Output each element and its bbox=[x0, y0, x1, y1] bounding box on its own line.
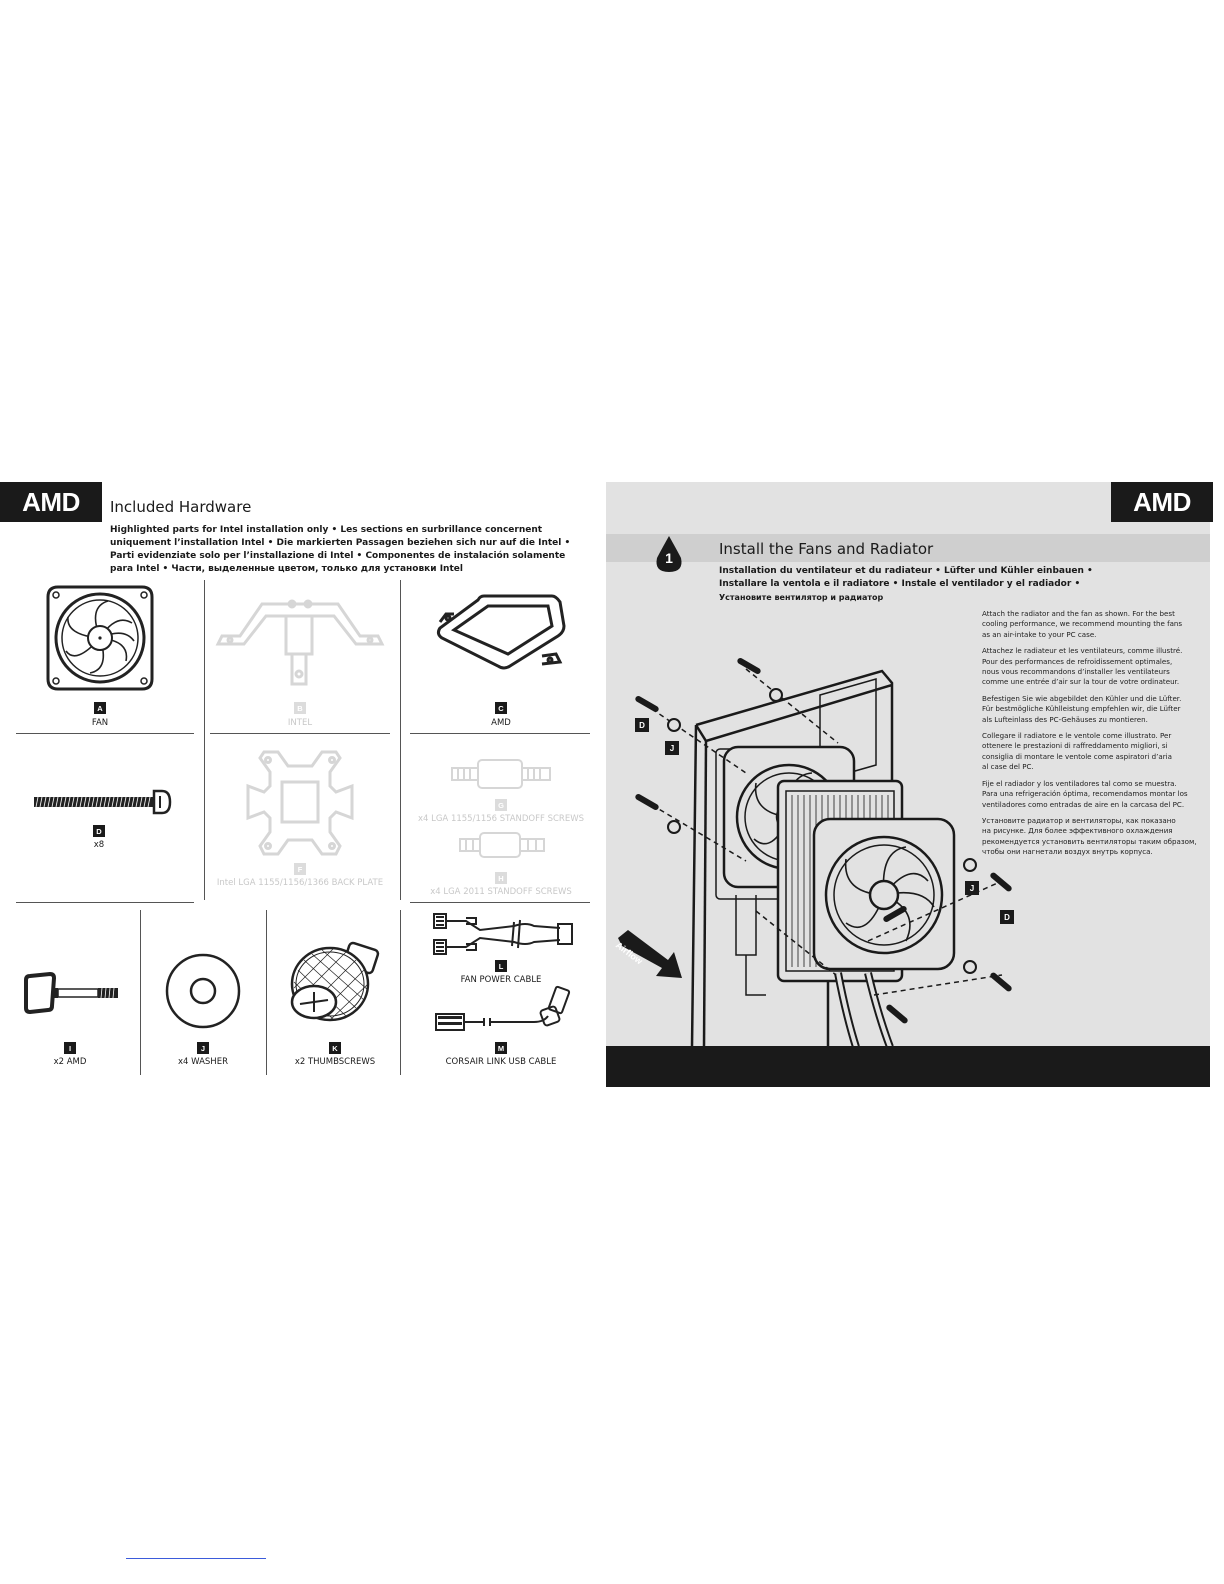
paragraph-fr: Attachez le radiateur et les ventilateur… bbox=[982, 646, 1183, 687]
subtitle-line: Parti evidenziate solo per l’installazio… bbox=[110, 551, 566, 561]
step-number: 1 bbox=[665, 550, 673, 566]
grid-divider bbox=[140, 910, 141, 1075]
part-caption: Intel LGA 1155/1156/1366 BACK PLATE bbox=[216, 878, 384, 888]
instructions-text: Attach the radiator and the fan as shown… bbox=[982, 609, 1202, 864]
grid-divider bbox=[410, 902, 590, 903]
bracket-icon bbox=[215, 599, 385, 686]
installation-illustration bbox=[635, 658, 1012, 1049]
screw-icon bbox=[459, 832, 545, 858]
fan-icon bbox=[46, 585, 154, 691]
page-title-left: Included Hardware bbox=[110, 498, 252, 516]
part-caption: CORSAIR LINK USB CABLE bbox=[445, 1057, 557, 1067]
paragraph-ru: Установите радиатор и вентиляторы, как п… bbox=[982, 815, 1197, 857]
step-title-band bbox=[606, 534, 1210, 562]
subtitle-line: Установите вентилятор и радиатор bbox=[719, 593, 884, 602]
part-letter: L bbox=[495, 960, 507, 972]
callout-j: J bbox=[665, 741, 679, 755]
part-caption: x8 bbox=[93, 840, 105, 850]
callout-j: J bbox=[965, 881, 979, 895]
arrow-icon bbox=[618, 930, 682, 978]
amd-badge-right: AMD bbox=[1111, 482, 1213, 522]
part-letter: I bbox=[64, 1042, 76, 1054]
part-caption: x4 LGA 1155/1156 STANDOFF SCREWS bbox=[417, 814, 585, 824]
grid-divider bbox=[400, 580, 401, 900]
part-caption: x2 AMD bbox=[53, 1057, 87, 1067]
amd-badge-left: AMD bbox=[0, 482, 102, 522]
part-caption: FAN POWER CABLE bbox=[460, 975, 542, 985]
paragraph-en: Attach the radiator and the fan as shown… bbox=[982, 609, 1183, 639]
grid-divider bbox=[410, 733, 590, 734]
callout-d: D bbox=[635, 718, 649, 732]
cable-icon bbox=[435, 985, 571, 1031]
part-caption: x4 LGA 2011 STANDOFF SCREWS bbox=[430, 887, 572, 897]
part-caption: INTEL bbox=[287, 718, 313, 728]
part-letter: K bbox=[329, 1042, 341, 1054]
paragraph-de: Befestigen Sie wie abgebildet den Kühler… bbox=[982, 693, 1182, 724]
part-letter: D bbox=[93, 825, 105, 837]
subtitle-line: Installare la ventola e il radiatore • I… bbox=[719, 579, 1081, 589]
paragraph-it: Collegare il radiatore e le ventole come… bbox=[982, 731, 1172, 772]
step-title: Install the Fans and Radiator bbox=[719, 540, 934, 558]
subtitle-line: Highlighted parts for Intel installation… bbox=[110, 525, 543, 535]
page-subtitle-left: Highlighted parts for Intel installation… bbox=[110, 524, 580, 576]
part-caption: x2 THUMBSCREWS bbox=[294, 1057, 376, 1067]
screw-icon bbox=[24, 971, 118, 1015]
part-caption: FAN bbox=[91, 718, 109, 728]
subtitle-line: uniquement l’installation Intel • Die ma… bbox=[110, 538, 571, 548]
bracket-icon bbox=[436, 594, 566, 670]
grid-divider bbox=[400, 910, 401, 1075]
part-letter: F bbox=[294, 863, 306, 875]
subtitle-line: para Intel • Части, выделенные цветом, т… bbox=[110, 564, 463, 574]
footer-band bbox=[606, 1046, 1210, 1087]
footnote-link[interactable] bbox=[126, 1558, 266, 1559]
paragraph-es: Fije el radiador y los ventiladores tal … bbox=[982, 778, 1188, 809]
part-letter: M bbox=[495, 1042, 507, 1054]
step-subtitle: Installation du ventilateur et du radiat… bbox=[719, 565, 1139, 604]
grid-divider bbox=[266, 910, 267, 1075]
part-letter: H bbox=[495, 872, 507, 884]
backplate-icon bbox=[246, 750, 354, 856]
part-letter: A bbox=[94, 702, 106, 714]
thumbscrew-icon bbox=[290, 941, 380, 1022]
part-letter: J bbox=[197, 1042, 209, 1054]
water-drop-icon bbox=[656, 536, 682, 572]
screw-icon bbox=[34, 789, 172, 815]
part-letter: G bbox=[495, 799, 507, 811]
part-caption: AMD bbox=[491, 718, 511, 728]
grid-divider bbox=[210, 733, 390, 734]
grid-divider bbox=[16, 733, 194, 734]
part-letter: B bbox=[294, 702, 306, 714]
grid-divider bbox=[204, 580, 205, 900]
grid-divider bbox=[16, 902, 194, 903]
washer-icon bbox=[165, 953, 241, 1029]
part-caption: x4 WASHER bbox=[178, 1057, 228, 1067]
cable-icon bbox=[433, 913, 573, 955]
callout-d: D bbox=[1000, 910, 1014, 924]
screw-icon bbox=[451, 759, 551, 789]
subtitle-line: Installation du ventilateur et du radiat… bbox=[719, 566, 1093, 576]
part-letter: C bbox=[495, 702, 507, 714]
